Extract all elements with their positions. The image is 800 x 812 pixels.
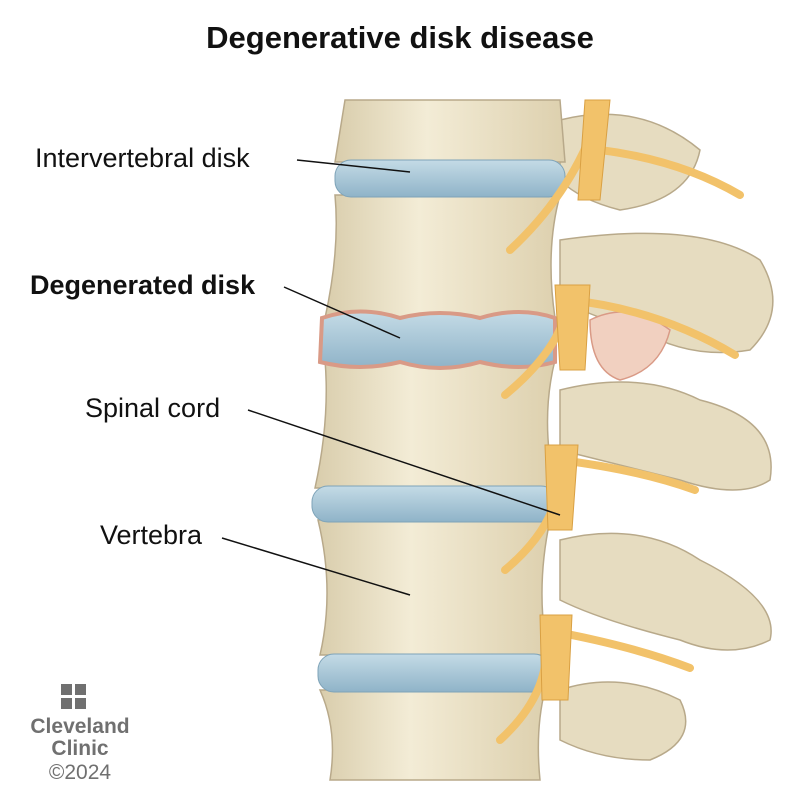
label-spinal-cord: Spinal cord (85, 393, 221, 423)
leader-line (247, 409, 561, 516)
copyright: ©2024 (48, 761, 112, 784)
label-intervertebral-disk: Intervertebral disk (35, 143, 250, 173)
intervertebral-disk (317, 653, 551, 693)
logo-name-line2: Clinic (51, 737, 109, 760)
leader-line (296, 159, 411, 173)
spinal-cord (577, 99, 611, 201)
label-degenerated-disk: Degenerated disk (30, 270, 256, 300)
label-vertebra: Vertebra (100, 520, 203, 550)
vertebral-bodies (314, 99, 566, 781)
cleveland-clinic-logo-icon (61, 684, 86, 709)
intervertebral-disk (334, 159, 566, 198)
spinal-cord (544, 444, 579, 531)
leader-line (221, 537, 411, 596)
spinal-cord (554, 284, 591, 371)
degenerated-disk (317, 309, 557, 370)
logo-name-line1: Cleveland (30, 715, 130, 738)
leader-line (283, 286, 401, 339)
intervertebral-disk (311, 485, 558, 523)
cleveland-clinic-logo: Cleveland Clinic ©2024 (20, 716, 140, 784)
posterior-elements (559, 113, 774, 761)
spinal-cord (539, 614, 573, 701)
page-title: Degenerative disk disease (206, 20, 594, 55)
